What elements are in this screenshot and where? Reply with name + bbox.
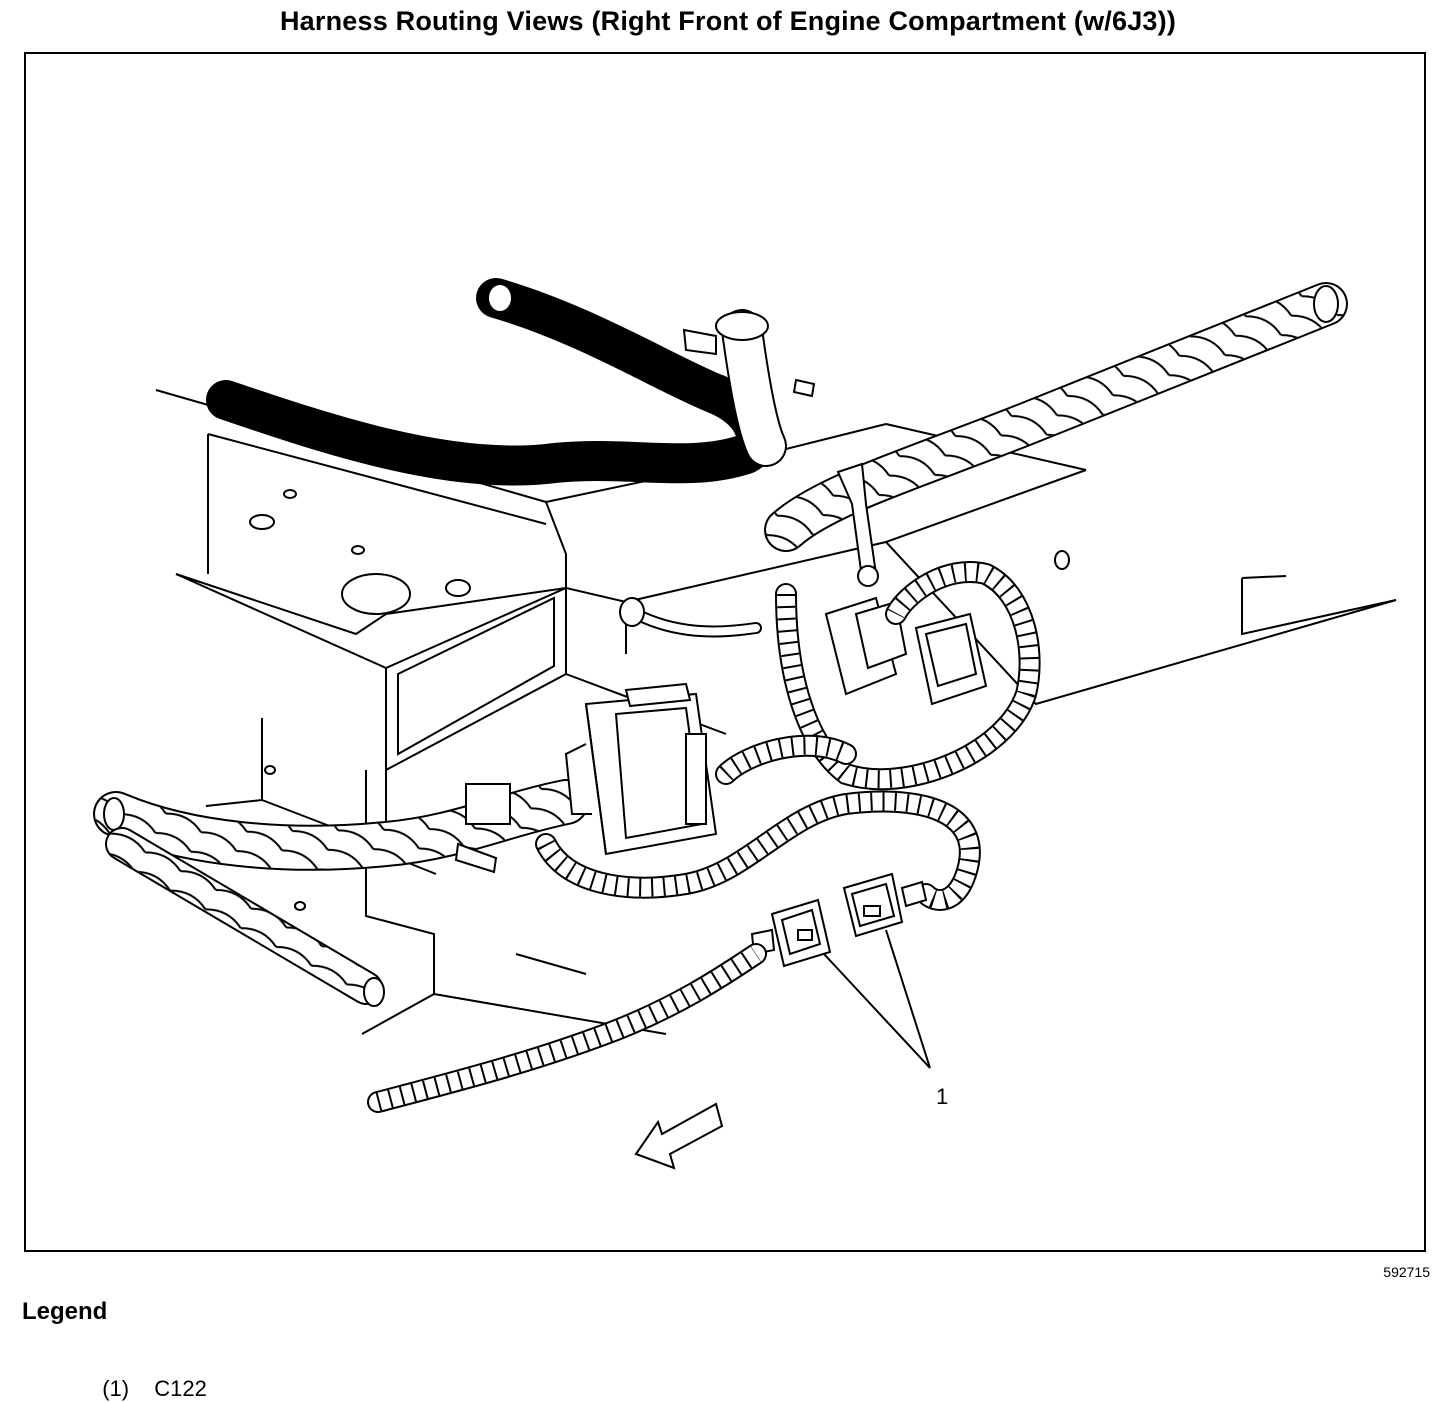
- lower-left-harness: [93, 779, 589, 1007]
- diagram-frame: 1: [24, 52, 1426, 1252]
- small-lead: [619, 597, 762, 638]
- frame-holes: [249, 489, 1070, 911]
- harness-routing-illustration: 1: [93, 278, 1397, 1170]
- callout-label-1: 1: [936, 1084, 948, 1109]
- upper-right-harness: [764, 282, 1348, 587]
- page-title: Harness Routing Views (Right Front of En…: [279, 6, 1177, 36]
- figure-id: 592715: [1383, 1264, 1430, 1280]
- forward-direction-arrow: [634, 1102, 724, 1170]
- lower-dangling-harness: [367, 943, 767, 1113]
- central-connector-module: [564, 682, 718, 856]
- callout-leaders: [823, 929, 931, 1069]
- legend-heading: Legend: [22, 1298, 108, 1325]
- legend-item: (1) C122: [90, 1350, 207, 1402]
- legend-item-text: C122: [154, 1376, 207, 1401]
- legend-item-number: (1): [102, 1376, 130, 1401]
- frame-rail: [155, 389, 1397, 1035]
- c122-connectors: [750, 872, 928, 968]
- upper-connectors: [824, 596, 988, 706]
- upper-harness: [206, 278, 816, 486]
- loop-harnesses: [535, 561, 1041, 911]
